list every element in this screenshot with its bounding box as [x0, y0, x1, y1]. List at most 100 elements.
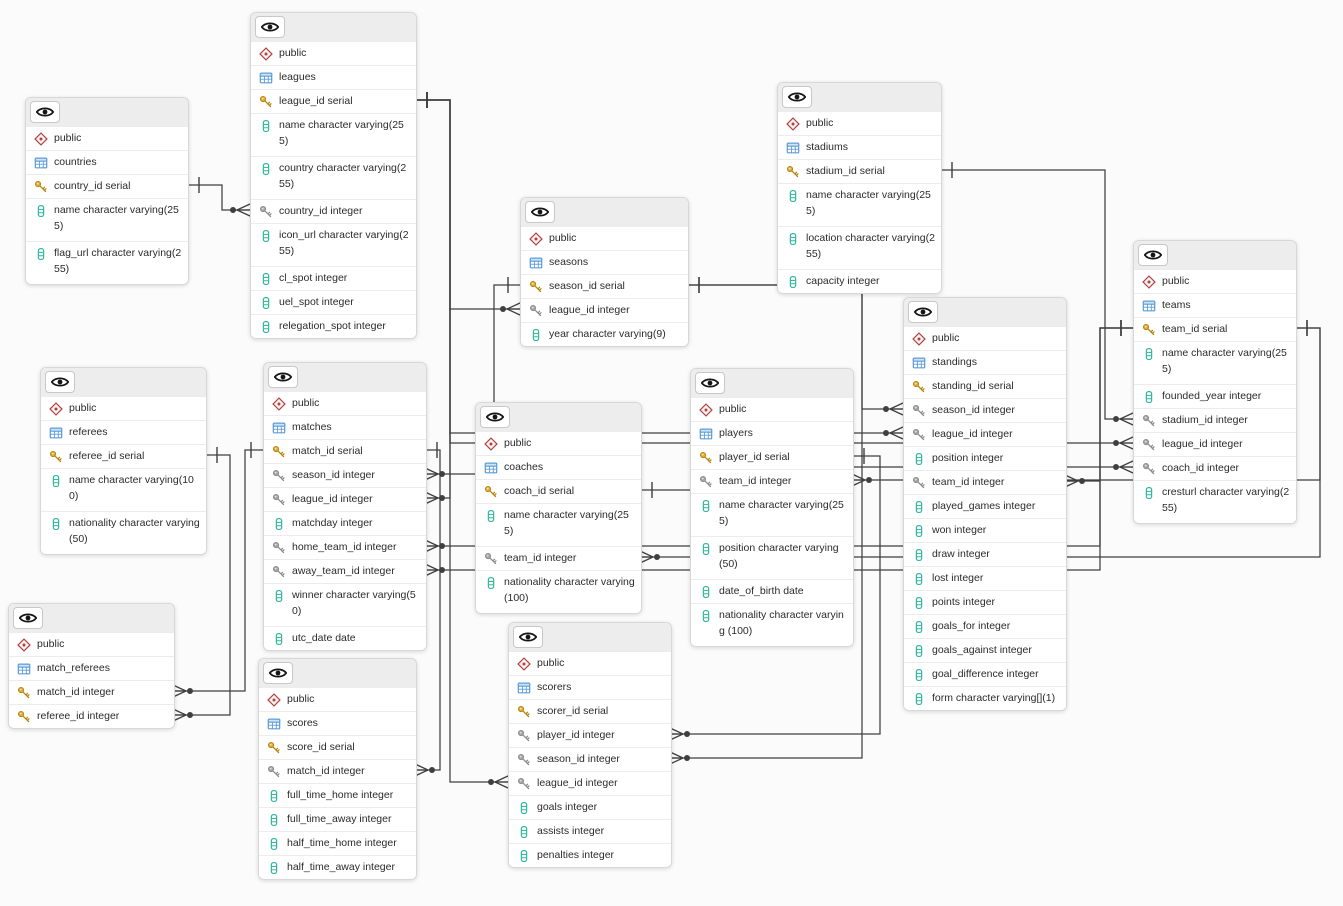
schema-label: public — [292, 397, 320, 409]
relationship-teams-team_id--standings-team_id — [1064, 320, 1133, 488]
table-icon — [912, 356, 926, 370]
schema-label: public — [932, 332, 960, 344]
eye-button[interactable] — [30, 101, 60, 123]
schema-row: public — [476, 431, 641, 455]
column-row: league_id integer — [509, 771, 671, 795]
column-label: nationality character varying (100) — [719, 609, 844, 637]
eye-button[interactable] — [268, 366, 298, 388]
table-name-row: referees — [41, 420, 206, 444]
schema-label: public — [279, 47, 307, 59]
primary-key-icon — [1142, 323, 1156, 337]
foreign-key-icon — [1142, 462, 1156, 476]
column-label: league_id integer — [549, 304, 630, 316]
foreign-key-icon — [529, 304, 543, 318]
eye-button[interactable] — [263, 662, 293, 684]
column-row: country_id integer — [251, 199, 416, 223]
column-label: league_id integer — [292, 493, 373, 505]
schema-label: public — [1162, 275, 1190, 287]
eye-icon — [261, 21, 279, 33]
eye-button[interactable] — [255, 16, 285, 38]
column-label: goals_for integer — [932, 620, 1011, 632]
eye-button[interactable] — [695, 372, 725, 394]
table-name-label: teams — [1162, 299, 1191, 311]
eye-button[interactable] — [513, 626, 543, 648]
column-row: country_id serial — [26, 174, 188, 198]
column-label: name character varying(255) — [54, 204, 179, 232]
column-row: nationality character varying (100) — [691, 603, 853, 646]
schema-icon — [259, 47, 273, 61]
column-label: cl_spot integer — [279, 272, 348, 284]
primary-key-icon — [259, 95, 273, 109]
column-label: form character varying[](1) — [932, 692, 1056, 704]
column-label: country character varying(255) — [279, 162, 407, 190]
column-label: league_id integer — [932, 428, 1013, 440]
eye-button[interactable] — [908, 301, 938, 323]
schema-row: public — [509, 651, 671, 675]
column-label: match_id integer — [287, 765, 365, 777]
column-label: referee_id serial — [69, 450, 145, 462]
eye-button[interactable] — [13, 607, 43, 629]
column-row: penalties integer — [509, 843, 671, 867]
column-label: match_id serial — [292, 445, 363, 457]
column-row: full_time_away integer — [259, 807, 416, 831]
relationship-matches-match_id--scores-match_id — [414, 442, 441, 777]
column-icon — [912, 596, 926, 610]
schema-label: public — [69, 402, 97, 414]
relationship-seasons-season_id--matches-season_id — [424, 277, 520, 481]
table-name-row: coaches — [476, 455, 641, 479]
schema-icon — [34, 132, 48, 146]
column-row: season_id serial — [521, 274, 688, 298]
column-row: match_id serial — [264, 439, 426, 463]
table-card-header — [521, 198, 688, 226]
table-card-header — [9, 604, 174, 632]
eye-button[interactable] — [45, 371, 75, 393]
table-icon — [272, 421, 286, 435]
column-label: country_id integer — [279, 205, 363, 217]
table-name-label: countries — [54, 156, 97, 168]
column-icon — [912, 668, 926, 682]
column-label: name character varying(255) — [279, 119, 404, 147]
column-row: league_id integer — [264, 487, 426, 511]
table-card-header — [251, 13, 416, 41]
column-label: match_id integer — [37, 686, 115, 698]
column-label: played_games integer — [932, 500, 1036, 512]
column-row: won integer — [904, 518, 1066, 542]
table-name-row: players — [691, 421, 853, 445]
column-icon — [912, 548, 926, 562]
eye-button[interactable] — [782, 86, 812, 108]
column-icon — [259, 162, 273, 176]
column-icon — [699, 499, 713, 513]
column-row: full_time_home integer — [259, 783, 416, 807]
primary-key-icon — [786, 165, 800, 179]
foreign-key-icon — [272, 541, 286, 555]
column-label: stadium_id serial — [806, 165, 885, 177]
column-row: winner character varying(50) — [264, 583, 426, 626]
primary-key-icon — [49, 450, 63, 464]
column-label: coach_id integer — [1162, 462, 1240, 474]
column-icon — [272, 517, 286, 531]
column-row: team_id integer — [691, 469, 853, 493]
eye-button[interactable] — [480, 406, 510, 428]
column-row: name character varying(255) — [1134, 341, 1296, 384]
column-row: cresturl character varying(255) — [1134, 480, 1296, 523]
table-icon — [267, 717, 281, 731]
column-icon — [1142, 390, 1156, 404]
table-icon — [529, 256, 543, 270]
eye-button[interactable] — [525, 201, 555, 223]
table-name-label: scores — [287, 717, 318, 729]
schema-label: public — [806, 117, 834, 129]
eye-button[interactable] — [1138, 244, 1168, 266]
